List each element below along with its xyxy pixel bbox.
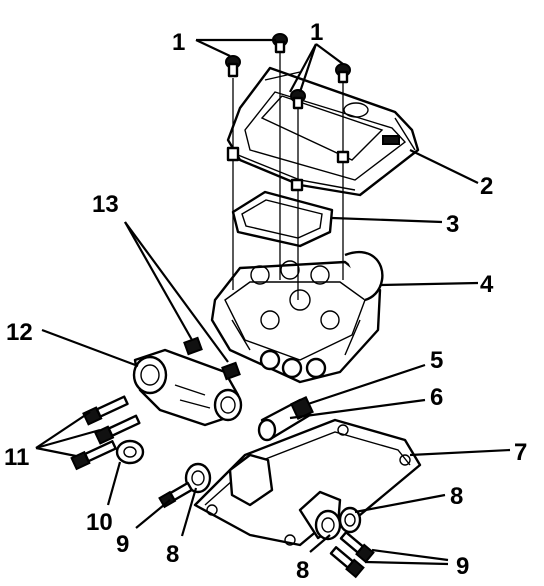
callout-9-right: 9 <box>456 553 469 580</box>
valve-block-part-12 <box>132 348 243 427</box>
callout-6: 6 <box>430 384 443 411</box>
screw-1a <box>225 55 241 78</box>
bolts-part-9 <box>158 481 375 579</box>
callout-labels: 1 1 2 3 4 5 6 7 8 8 8 9 9 10 11 12 13 <box>4 19 527 584</box>
callout-7: 7 <box>514 439 527 466</box>
callout-8-bottom: 8 <box>296 557 309 584</box>
callout-10: 10 <box>86 509 113 536</box>
callout-13: 13 <box>92 191 119 218</box>
callout-11: 11 <box>4 444 29 471</box>
leader-lines <box>35 38 511 566</box>
gasket-part-3 <box>231 190 334 248</box>
callout-2: 2 <box>480 173 493 200</box>
callout-1-left: 1 <box>172 29 185 56</box>
screws-part-1 <box>225 33 351 192</box>
cover-part-2 <box>226 66 420 197</box>
callout-3: 3 <box>446 211 459 238</box>
callout-12: 12 <box>6 319 33 346</box>
fittings-part-13 <box>183 336 241 381</box>
bracket-part-7 <box>193 418 422 547</box>
plug-part-10 <box>115 439 145 465</box>
screw-1d <box>290 89 306 110</box>
screw-1c <box>335 63 351 84</box>
callout-1-right: 1 <box>310 19 323 46</box>
screw-1b <box>272 33 288 54</box>
callout-9-left: 9 <box>116 531 129 558</box>
callout-5: 5 <box>430 347 443 374</box>
callout-8-left: 8 <box>166 541 179 568</box>
assembly-guide-lines <box>232 50 344 300</box>
bolts-part-11 <box>70 395 141 471</box>
callout-4: 4 <box>480 271 494 298</box>
modulator-body-part-4 <box>210 250 384 384</box>
grommets-part-8 <box>184 462 362 541</box>
callout-8-right: 8 <box>450 483 463 510</box>
